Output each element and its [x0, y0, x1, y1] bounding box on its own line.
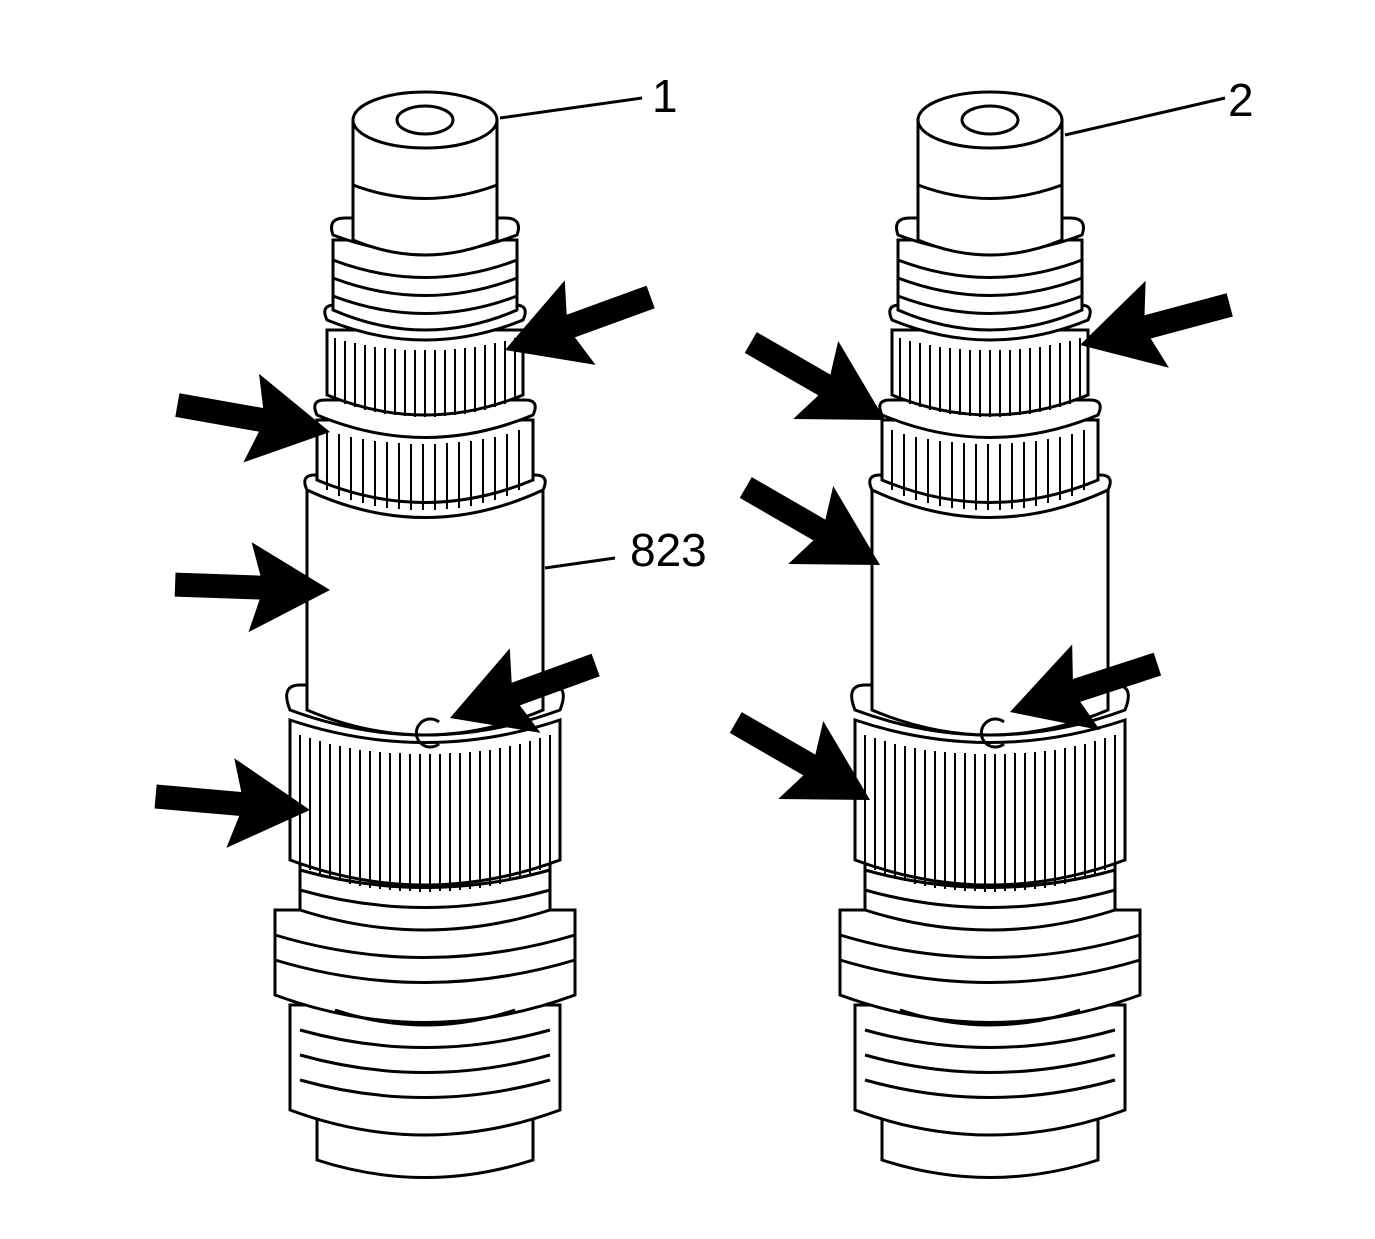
shaft-left [273, 90, 577, 1179]
leader-823 [544, 556, 616, 570]
callout-823: 823 [630, 524, 707, 576]
callout-2: 2 [1228, 74, 1254, 126]
solid-arrow-icon [1068, 261, 1242, 389]
solid-arrow-icon [169, 360, 338, 477]
shaft-right [838, 90, 1142, 1179]
callout-1: 1 [652, 70, 678, 122]
leader-1 [499, 96, 643, 120]
leader-2 [1064, 96, 1226, 137]
